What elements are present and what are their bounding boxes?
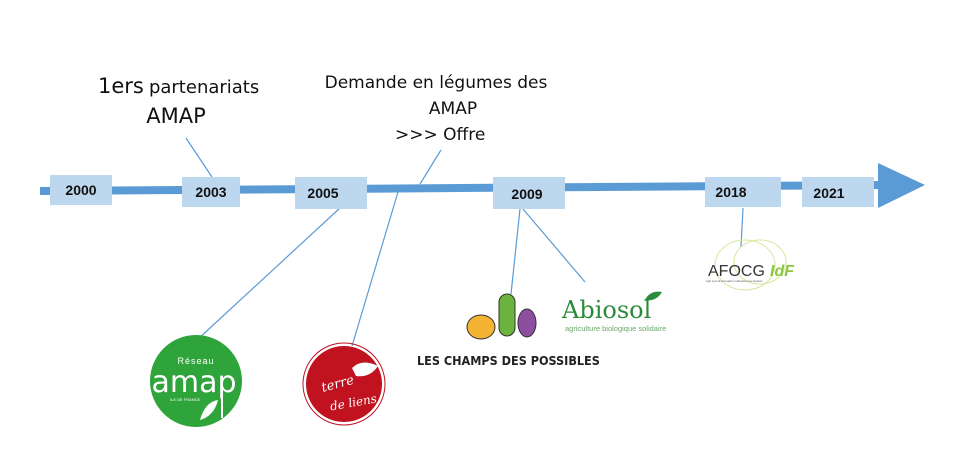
svg-text:LES CHAMPS DES POSSIBLES: LES CHAMPS DES POSSIBLES <box>417 353 600 368</box>
svg-text:Abiosol: Abiosol <box>561 296 651 324</box>
year-label: 2021 <box>813 185 844 201</box>
svg-text:Réseau: Réseau <box>177 356 214 366</box>
svg-text:Agir pour la Formation Collect: Agir pour la Formation Collective à la G… <box>706 279 763 283</box>
annotation-demand-line1: Demande en légumes des <box>325 73 548 93</box>
svg-text:amap: amap <box>151 365 236 400</box>
year-box-2018: 2018 <box>705 177 781 207</box>
timeline-arrowhead <box>878 163 925 208</box>
year-label: 2018 <box>715 184 746 200</box>
annotation-2003-line2: AMAP <box>146 104 206 128</box>
abiosol-logo: Abiosol agriculture biologique solidaire <box>561 291 666 333</box>
champs-des-possibles-logo: LES CHAMPS DES POSSIBLES <box>417 293 600 368</box>
year-box-2005: 2005 <box>295 177 367 209</box>
annotation-demand-line2: AMAP <box>429 99 477 119</box>
leader-lines <box>185 137 744 347</box>
reseau-amap-logo: Réseau amap ILE DE FRANCE <box>150 335 242 427</box>
svg-text:agriculture biologique solidai: agriculture biologique solidaire <box>565 324 666 333</box>
annotation-demand-line3: >>> Offre <box>395 125 485 145</box>
annotation-2003-line1: 1ers partenariats <box>98 74 259 98</box>
svg-text:AFOCG: AFOCG <box>708 263 765 280</box>
year-box-2021: 2021 <box>802 177 874 207</box>
svg-text:ILE DE FRANCE: ILE DE FRANCE <box>170 397 201 402</box>
year-label: 2009 <box>511 186 542 202</box>
terre-de-liens-logo: terre de liens <box>302 342 386 426</box>
year-label: 2000 <box>65 182 96 198</box>
year-label: 2005 <box>307 185 338 201</box>
year-box-2000: 2000 <box>50 175 112 205</box>
afocg-idf-logo: AFOCG IdF Agir pour la Formation Collect… <box>706 239 795 291</box>
year-box-2009: 2009 <box>493 177 565 209</box>
svg-text:IdF: IdF <box>770 263 795 280</box>
year-label: 2003 <box>195 184 226 200</box>
year-box-2003: 2003 <box>182 177 240 207</box>
